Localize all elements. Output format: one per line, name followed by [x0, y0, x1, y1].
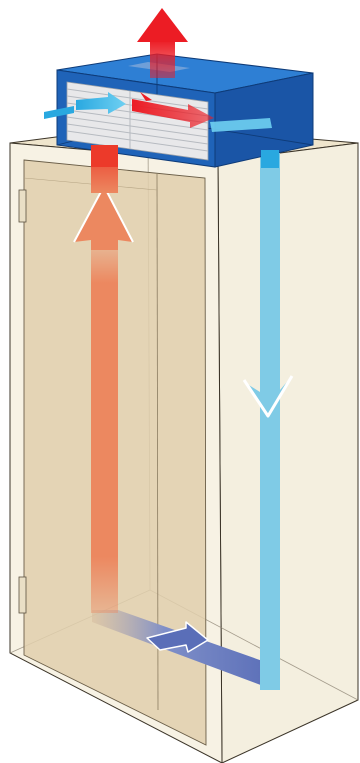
cabinet: [9, 124, 359, 763]
intake-arrow-icon: [44, 92, 126, 119]
hot-air-inlet: [91, 145, 118, 167]
return-air-arrow-icon: [146, 621, 209, 653]
door-hinge-top: [18, 189, 27, 223]
airflow: [73, 145, 294, 690]
door-hinge-bottom: [18, 576, 27, 614]
cool-air-down-arrow-icon: [242, 370, 294, 418]
exhaust-arrow-icon: [137, 8, 188, 78]
return-air-duct: [92, 610, 274, 690]
hot-air-column: [91, 238, 118, 613]
door-inner-top: [23, 177, 158, 191]
cooling-unit: [44, 53, 314, 168]
hot-air-internal-arrow-icon: [132, 92, 214, 128]
cool-air-column: [260, 150, 280, 690]
cool-air-outlet: [210, 118, 272, 132]
door-divider: [156, 173, 159, 711]
cool-air-outlet-down: [261, 150, 279, 168]
